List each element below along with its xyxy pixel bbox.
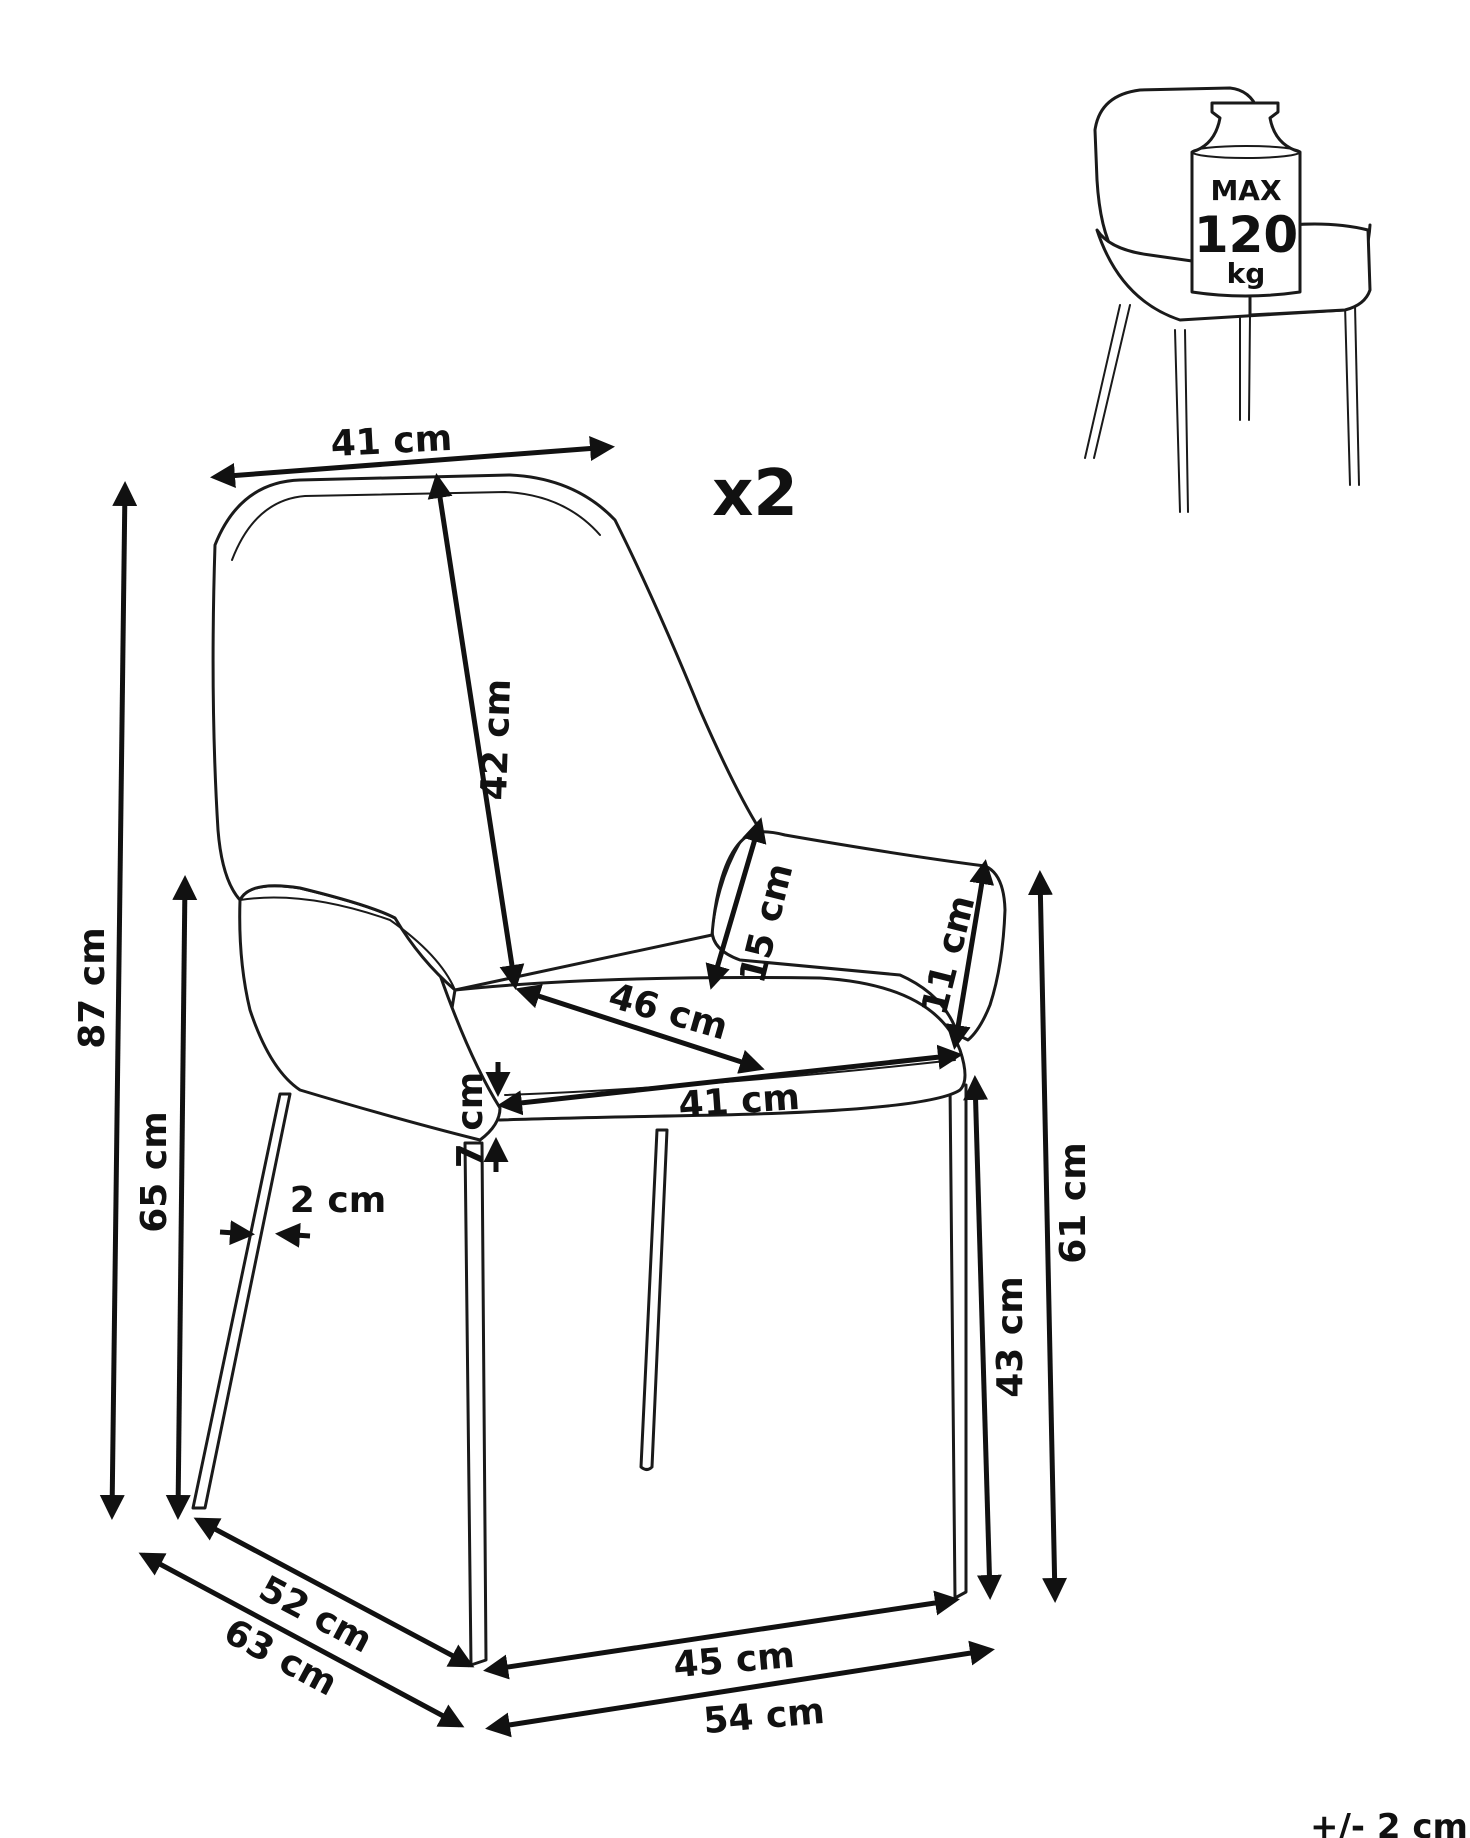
max-load-unit: kg (1227, 257, 1266, 290)
dim-back-width: 41 cm (330, 418, 453, 465)
dim-armrest-height: 65 cm (134, 1111, 175, 1232)
back-left-leg (191, 1092, 292, 1510)
max-load-badge: MAX 120 kg (1084, 86, 1372, 513)
weight-vase-icon (1190, 101, 1302, 298)
front-left-leg (463, 1141, 488, 1667)
dim-seat-thickness: 7 cm (450, 1072, 491, 1168)
main-chair-drawing (191, 473, 1007, 1667)
tolerance-note: +/- 2 cm (1310, 1807, 1468, 1838)
dimension-arrows (99, 436, 1068, 1738)
dim-leg-span: 45 cm (672, 1635, 797, 1686)
max-load-value: 120 (1194, 206, 1298, 264)
max-label: MAX (1210, 174, 1282, 207)
dim-back-height: 42 cm (474, 678, 519, 801)
dim-leg-width: 2 cm (290, 1180, 386, 1221)
front-right-leg (948, 1083, 968, 1600)
dim-seat-width: 41 cm (677, 1077, 801, 1126)
dim-arm-height-front: 61 cm (1053, 1142, 1094, 1263)
dim-total-width: 54 cm (702, 1691, 827, 1742)
back-right-leg (639, 1128, 669, 1471)
quantity-multiplier: x2 (712, 457, 798, 531)
dim-total-height: 87 cm (72, 927, 113, 1048)
dim-seat-height-front: 43 cm (990, 1276, 1031, 1397)
